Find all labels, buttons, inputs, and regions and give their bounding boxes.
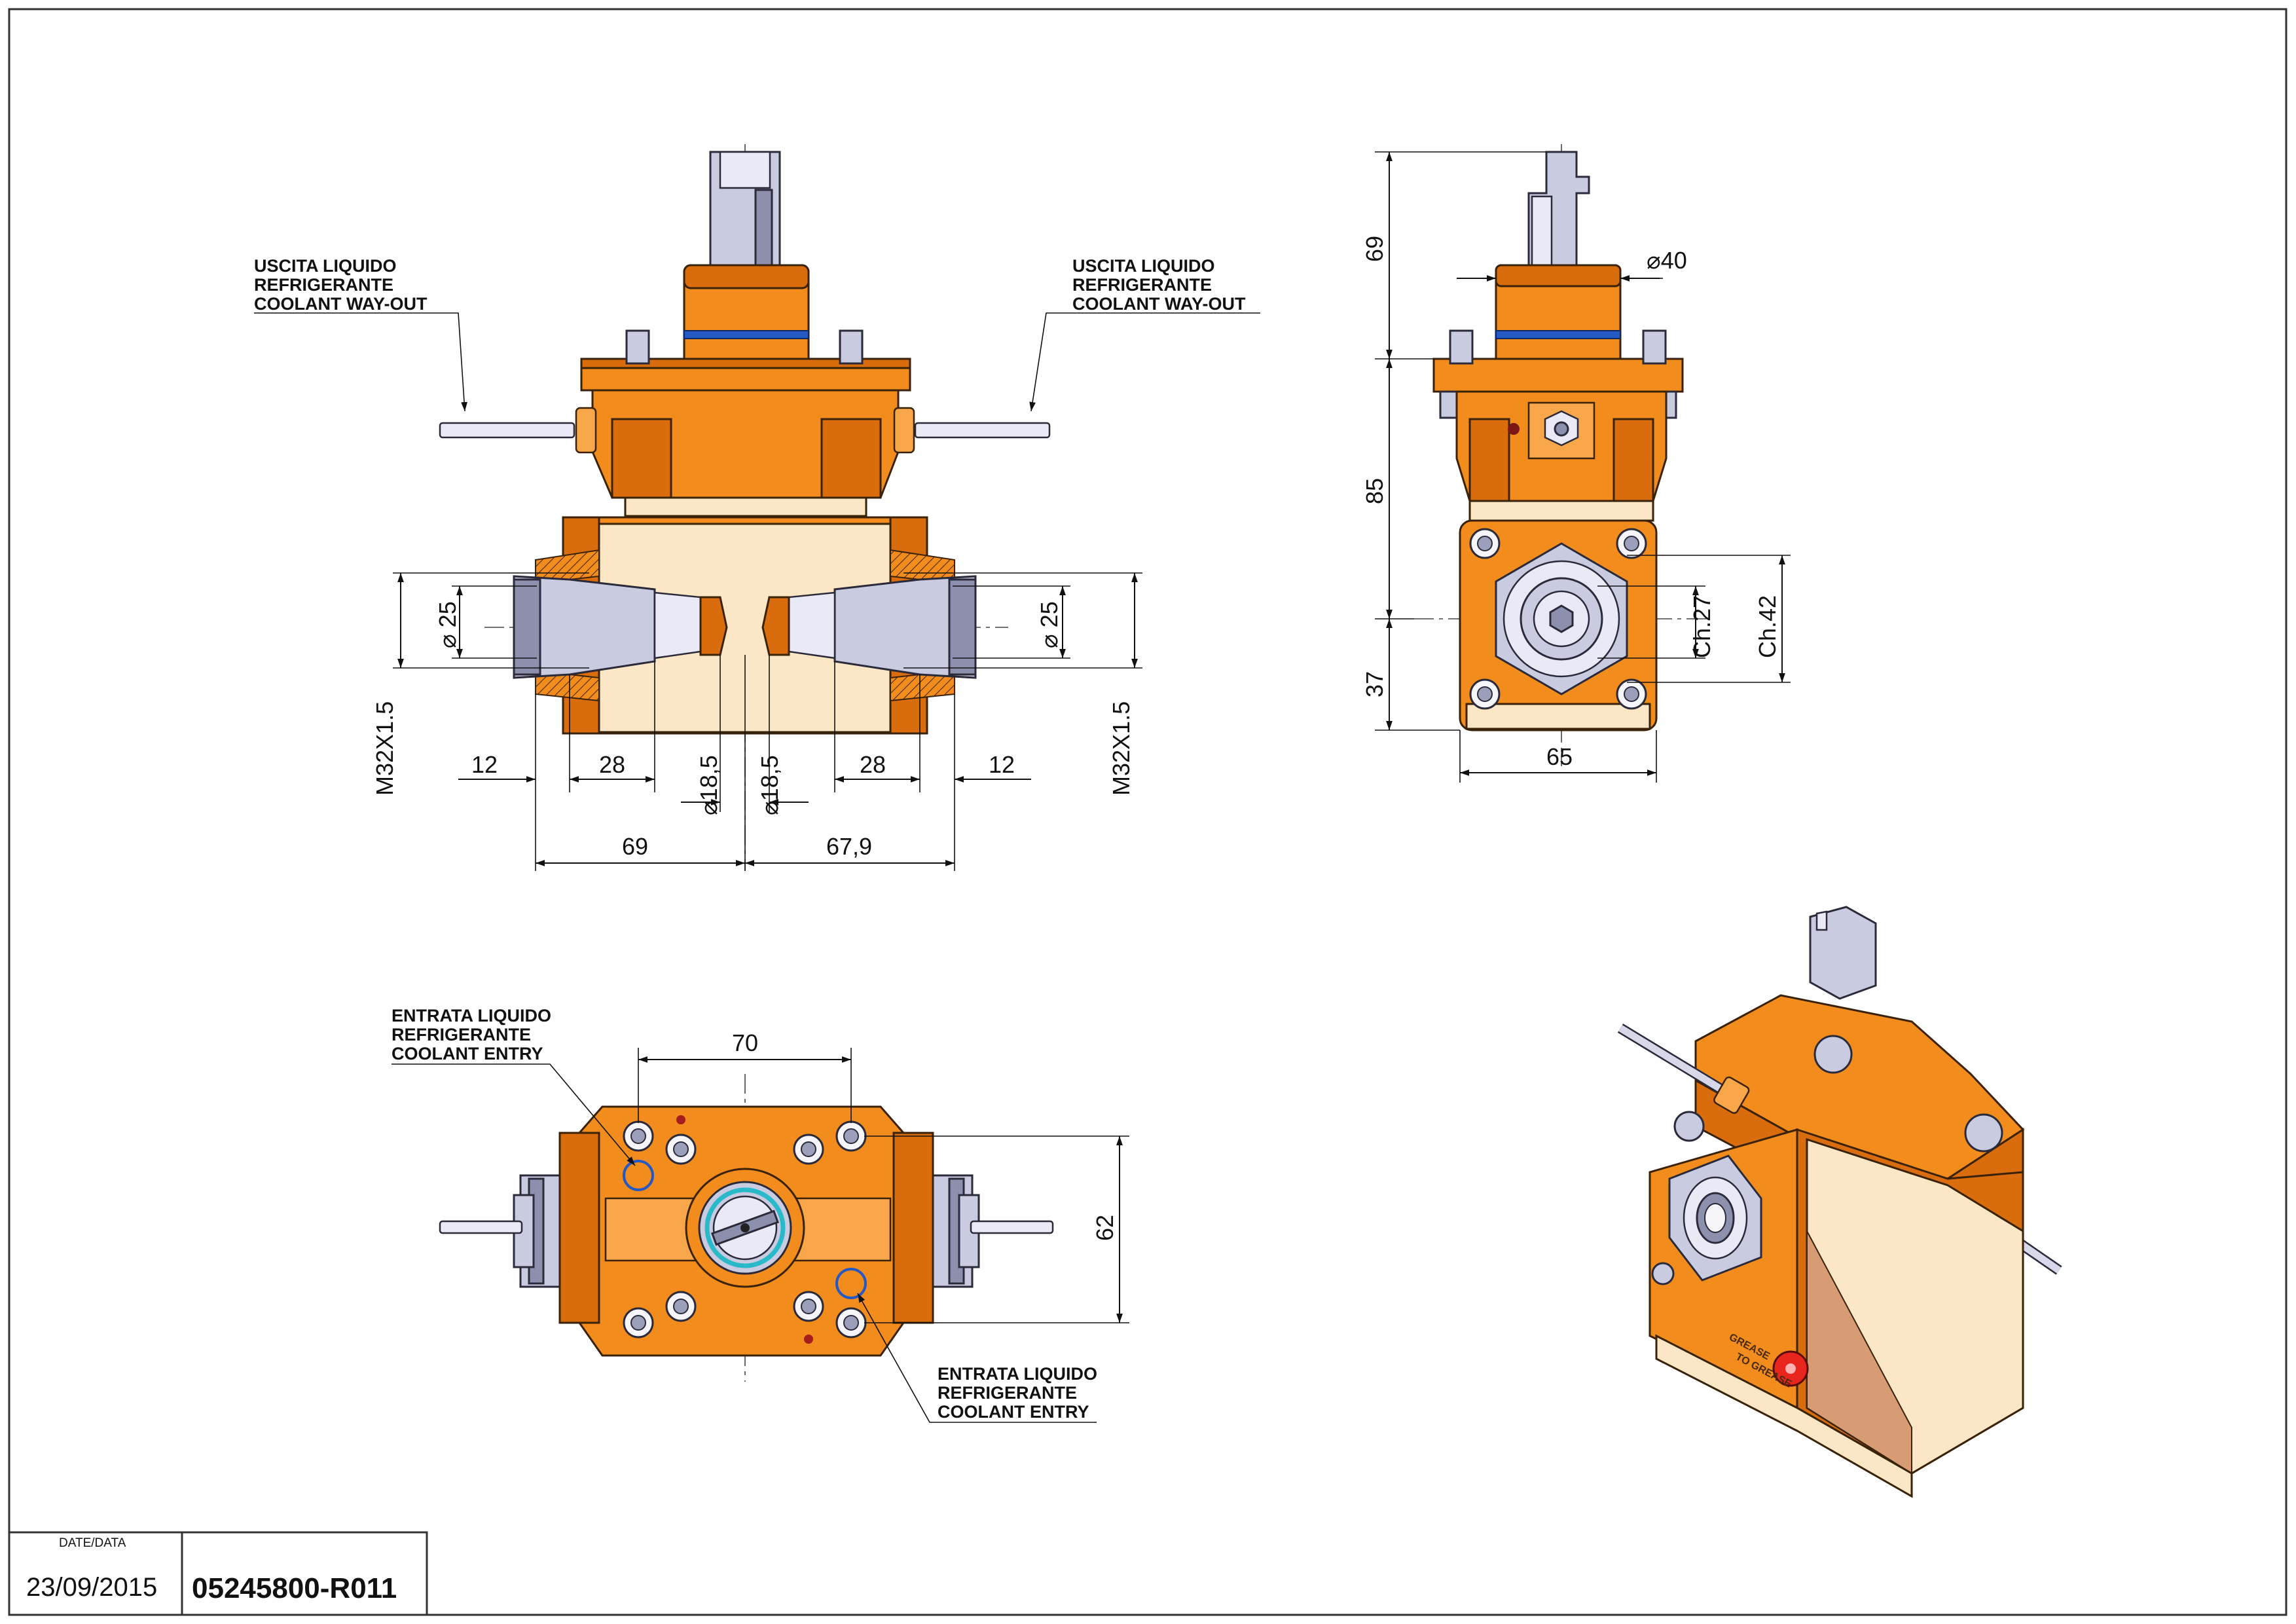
dim-85-side: 85	[1361, 478, 1388, 504]
coolant-out-right-line3: COOLANT WAY-OUT	[1072, 294, 1246, 314]
dim-679-front: 67,9	[826, 833, 872, 860]
dim-69-side: 69	[1361, 236, 1388, 262]
dim-12-right: 12	[989, 751, 1015, 778]
sheet-border	[8, 8, 2287, 1616]
coolant-out-right-line1: USCITA LIQUIDO	[1072, 256, 1215, 276]
coolant-in-bottom-line2: REFRIGERANTE	[938, 1383, 1077, 1403]
dim-ch27: Ch.27	[1688, 595, 1715, 658]
front-seal-ring	[683, 330, 809, 339]
coolant-in-top-line3: COOLANT ENTRY	[392, 1044, 543, 1063]
coolant-in-top-line2: REFRIGERANTE	[392, 1025, 531, 1044]
dim-dia-185-right: ⌀18,5	[756, 755, 783, 815]
title-date-label: DATE/DATA	[59, 1536, 126, 1550]
coolant-out-left-line2: REFRIGERANTE	[254, 275, 393, 295]
dim-70-top: 70	[732, 1029, 758, 1056]
dim-12-left: 12	[471, 751, 498, 778]
coolant-out-left-line3: COOLANT WAY-OUT	[254, 294, 428, 314]
side-flange	[1432, 358, 1684, 393]
coolant-out-left-line1: USCITA LIQUIDO	[254, 256, 397, 276]
iso-view: GREASE TO GREASE	[1617, 906, 2062, 1498]
dim-dia-40: ⌀40	[1647, 247, 1687, 274]
dim-69-front: 69	[622, 833, 648, 860]
dim-dia-185-left: ⌀18,5	[695, 755, 722, 815]
coolant-in-bottom-line3: COOLANT ENTRY	[938, 1402, 1089, 1422]
top-view: ENTRATA LIQUIDO REFRIGERANTE COOLANT ENT…	[392, 1006, 1129, 1423]
dim-62-top: 62	[1091, 1215, 1118, 1241]
dim-28-left: 28	[599, 751, 625, 778]
dim-ch42: Ch.42	[1754, 595, 1781, 658]
dim-thread-left: M32X1.5	[371, 701, 398, 796]
title-drawing-code: 05245800-R011	[192, 1572, 397, 1604]
coolant-out-tube-left	[439, 422, 575, 439]
dim-28-right: 28	[860, 751, 886, 778]
title-block: DATE/DATA 23/09/2015 05245800-R011	[8, 1531, 428, 1616]
dim-dia-25-right: ⌀ 25	[1036, 601, 1063, 648]
dim-thread-right: M32X1.5	[1108, 701, 1135, 796]
side-view: 69 85 37 ⌀40 Ch.27 Ch.42 65	[1361, 144, 1791, 783]
coolant-in-top-line1: ENTRATA LIQUIDO	[392, 1006, 551, 1025]
coolant-in-bottom-line1: ENTRATA LIQUIDO	[938, 1364, 1097, 1384]
title-date: 23/09/2015	[26, 1573, 157, 1602]
dim-65-side: 65	[1546, 743, 1573, 770]
coolant-out-tube-right	[914, 422, 1051, 439]
dim-dia-25-left: ⌀ 25	[434, 601, 461, 648]
coolant-out-right-line2: REFRIGERANTE	[1072, 275, 1212, 295]
front-view: USCITA LIQUIDO REFRIGERANTE COOLANT WAY-…	[254, 144, 1260, 871]
dim-37-side: 37	[1361, 671, 1388, 697]
